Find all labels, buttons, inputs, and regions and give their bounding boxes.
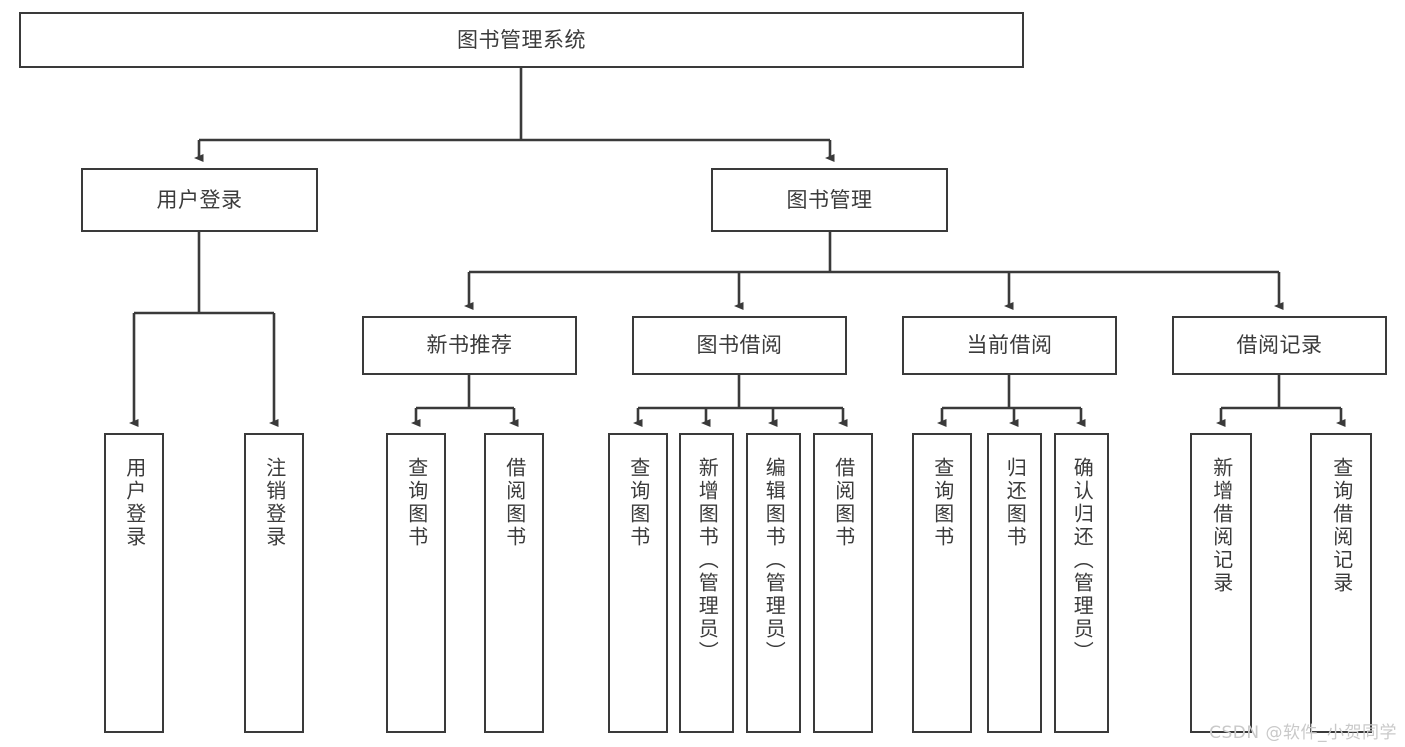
node-label: 图书管理 <box>786 187 873 212</box>
node-label: 图书管理系统 <box>457 27 586 52</box>
leaf-add-borrow-record[interactable]: 新增借阅记录 <box>1190 433 1252 733</box>
leaf-query-borrow-record[interactable]: 查询借阅记录 <box>1310 433 1372 733</box>
node-user-login[interactable]: 用户登录 <box>81 168 318 232</box>
node-new-book-recommend[interactable]: 新书推荐 <box>362 316 577 375</box>
node-borrow-record[interactable]: 借阅记录 <box>1172 316 1387 375</box>
node-book-management[interactable]: 图书管理 <box>711 168 948 232</box>
node-root-system[interactable]: 图书管理系统 <box>19 12 1024 68</box>
leaf-add-book-admin[interactable]: 新增图书（管理员） <box>679 433 734 733</box>
leaf-return-book[interactable]: 归还图书 <box>987 433 1042 733</box>
leaf-label: 注销登录 <box>262 457 287 549</box>
leaf-label: 借阅图书 <box>502 457 527 549</box>
leaf-confirm-return-admin[interactable]: 确认归还（管理员） <box>1054 433 1109 733</box>
leaf-label: 查询图书 <box>930 457 955 549</box>
leaf-query-book-borrow[interactable]: 查询图书 <box>608 433 668 733</box>
node-label: 当前借阅 <box>966 333 1053 358</box>
leaf-label: 查询图书 <box>404 457 429 549</box>
leaf-label: 编辑图书（管理员） <box>762 457 787 664</box>
leaf-borrow-book[interactable]: 借阅图书 <box>813 433 873 733</box>
leaf-borrow-book-recommend[interactable]: 借阅图书 <box>484 433 544 733</box>
leaf-query-book-current[interactable]: 查询图书 <box>912 433 972 733</box>
leaf-query-book-recommend[interactable]: 查询图书 <box>386 433 446 733</box>
node-label: 借阅记录 <box>1236 333 1323 358</box>
leaf-label: 归还图书 <box>1003 457 1028 549</box>
leaf-label: 新增借阅记录 <box>1209 457 1234 595</box>
leaf-user-login[interactable]: 用户登录 <box>104 433 164 733</box>
leaf-label: 新增图书（管理员） <box>695 457 720 664</box>
leaf-label: 查询借阅记录 <box>1329 457 1354 595</box>
node-book-borrow[interactable]: 图书借阅 <box>632 316 847 375</box>
leaf-label: 确认归还（管理员） <box>1070 457 1095 664</box>
node-label: 图书借阅 <box>696 333 783 358</box>
node-label: 新书推荐 <box>426 333 513 358</box>
leaf-logout[interactable]: 注销登录 <box>244 433 304 733</box>
leaf-edit-book-admin[interactable]: 编辑图书（管理员） <box>746 433 801 733</box>
leaf-label: 借阅图书 <box>831 457 856 549</box>
leaf-label: 查询图书 <box>626 457 651 549</box>
node-current-borrow[interactable]: 当前借阅 <box>902 316 1117 375</box>
leaf-label: 用户登录 <box>122 457 147 549</box>
node-label: 用户登录 <box>156 187 243 212</box>
